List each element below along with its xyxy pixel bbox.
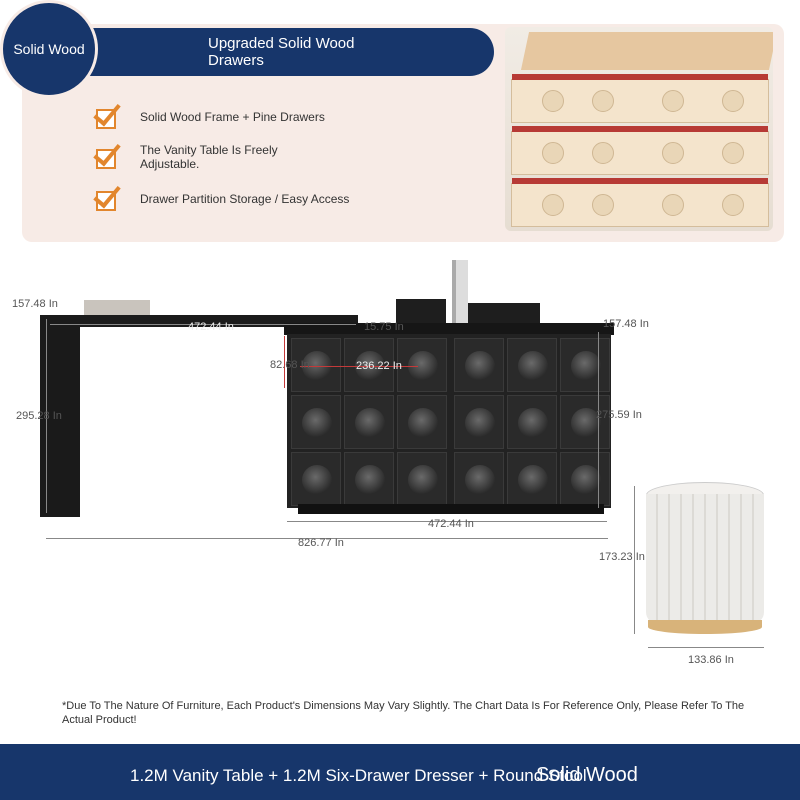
stool-base bbox=[648, 620, 762, 634]
checkmark-icon bbox=[93, 137, 124, 171]
dim-drawer-width: 236.22 In bbox=[356, 360, 402, 372]
dimension-line bbox=[46, 319, 47, 513]
drawer-knob bbox=[465, 351, 495, 381]
round-stool bbox=[646, 494, 764, 624]
drawer-front bbox=[507, 452, 557, 506]
dresser-top bbox=[284, 323, 614, 335]
drawer-knob bbox=[571, 351, 601, 381]
drawer-knob bbox=[518, 408, 548, 438]
dim-gap: 15.75 In bbox=[364, 321, 404, 333]
drawer-front bbox=[344, 395, 394, 449]
drawer-knob bbox=[408, 465, 438, 495]
badge-label: Solid Wood bbox=[13, 41, 85, 57]
drawer-photo bbox=[505, 27, 773, 231]
drawer-front bbox=[560, 395, 610, 449]
dim-stool-height: 173.23 In bbox=[599, 551, 645, 563]
drawer-knob bbox=[302, 408, 332, 438]
feature-text: The Vanity Table Is Freely Adjustable. bbox=[140, 143, 278, 171]
footer-description: 1.2M Vanity Table + 1.2M Six-Drawer Dres… bbox=[130, 766, 587, 785]
drawer-knob bbox=[465, 408, 495, 438]
drawer-front bbox=[560, 338, 610, 392]
feature-item: Solid Wood Frame + Pine Drawers bbox=[93, 97, 340, 131]
checkmark-icon bbox=[93, 179, 124, 213]
dim-dresser-height: 275.59 In bbox=[596, 409, 642, 421]
drawer-knob bbox=[408, 408, 438, 438]
dimension-line bbox=[284, 336, 285, 388]
dimension-line bbox=[598, 332, 599, 508]
drawer-knob bbox=[302, 465, 332, 495]
drawer-front bbox=[454, 395, 504, 449]
footer-brand: Solid Wood bbox=[536, 764, 638, 786]
drawer-front bbox=[291, 395, 341, 449]
drawer-front bbox=[454, 452, 504, 506]
drawer-knob bbox=[571, 465, 601, 495]
drawer-front bbox=[560, 452, 610, 506]
drawer-knob bbox=[518, 465, 548, 495]
disclaimer-text: *Due To The Nature Of Furniture, Each Pr… bbox=[62, 700, 745, 726]
drawer-knob bbox=[571, 408, 601, 438]
dimension-line bbox=[300, 366, 418, 367]
drawer-front bbox=[291, 452, 341, 506]
books bbox=[452, 260, 468, 326]
dimension-line bbox=[287, 521, 607, 522]
drawer-front bbox=[397, 338, 447, 392]
dimension-line bbox=[648, 647, 764, 648]
drawer-front bbox=[397, 452, 447, 506]
feature-text: Solid Wood Frame + Pine Drawers bbox=[140, 110, 325, 124]
dimension-line bbox=[634, 486, 635, 634]
title-banner: Upgraded Solid Wood Drawers bbox=[58, 28, 494, 76]
drawer-knob bbox=[355, 465, 385, 495]
feature-text: Drawer Partition Storage / Easy Access bbox=[140, 192, 350, 206]
checkmark-icon bbox=[93, 97, 124, 131]
drawer-front bbox=[507, 338, 557, 392]
cosmetics-tray bbox=[84, 300, 150, 315]
dim-table-height: 295.28 In bbox=[16, 410, 62, 422]
drawer-front bbox=[397, 395, 447, 449]
drawer-knob bbox=[465, 465, 495, 495]
dimension-line bbox=[50, 324, 356, 325]
drawer-front bbox=[344, 452, 394, 506]
drawer-front bbox=[507, 395, 557, 449]
dim-drawer-height: 82.68 In bbox=[270, 359, 310, 371]
dim-table-top: 157.48 In bbox=[12, 298, 58, 310]
solid-wood-badge: Solid Wood bbox=[0, 0, 98, 98]
drawer-front bbox=[454, 338, 504, 392]
dim-dresser-length: 472.44 In bbox=[428, 518, 474, 530]
feature-item: The Vanity Table Is Freely Adjustable. bbox=[93, 137, 310, 171]
dim-total-length: 826.77 In bbox=[298, 537, 344, 549]
dimension-line bbox=[46, 538, 608, 539]
speaker-box bbox=[396, 299, 446, 327]
drawer-knob bbox=[518, 351, 548, 381]
dim-stool-diameter: 133.86 In bbox=[688, 654, 734, 666]
footer-bar: 1.2M Vanity Table + 1.2M Six-Drawer Dres… bbox=[0, 744, 800, 800]
dim-table-length: 472.44 In bbox=[188, 321, 234, 333]
dim-dresser-depth: 157.48 In bbox=[603, 318, 649, 330]
six-drawer-dresser bbox=[287, 334, 611, 508]
drawer-knob bbox=[355, 408, 385, 438]
banner-title: Upgraded Solid Wood Drawers bbox=[208, 35, 355, 69]
feature-item: Drawer Partition Storage / Easy Access bbox=[93, 179, 400, 213]
dresser-base bbox=[298, 504, 604, 514]
